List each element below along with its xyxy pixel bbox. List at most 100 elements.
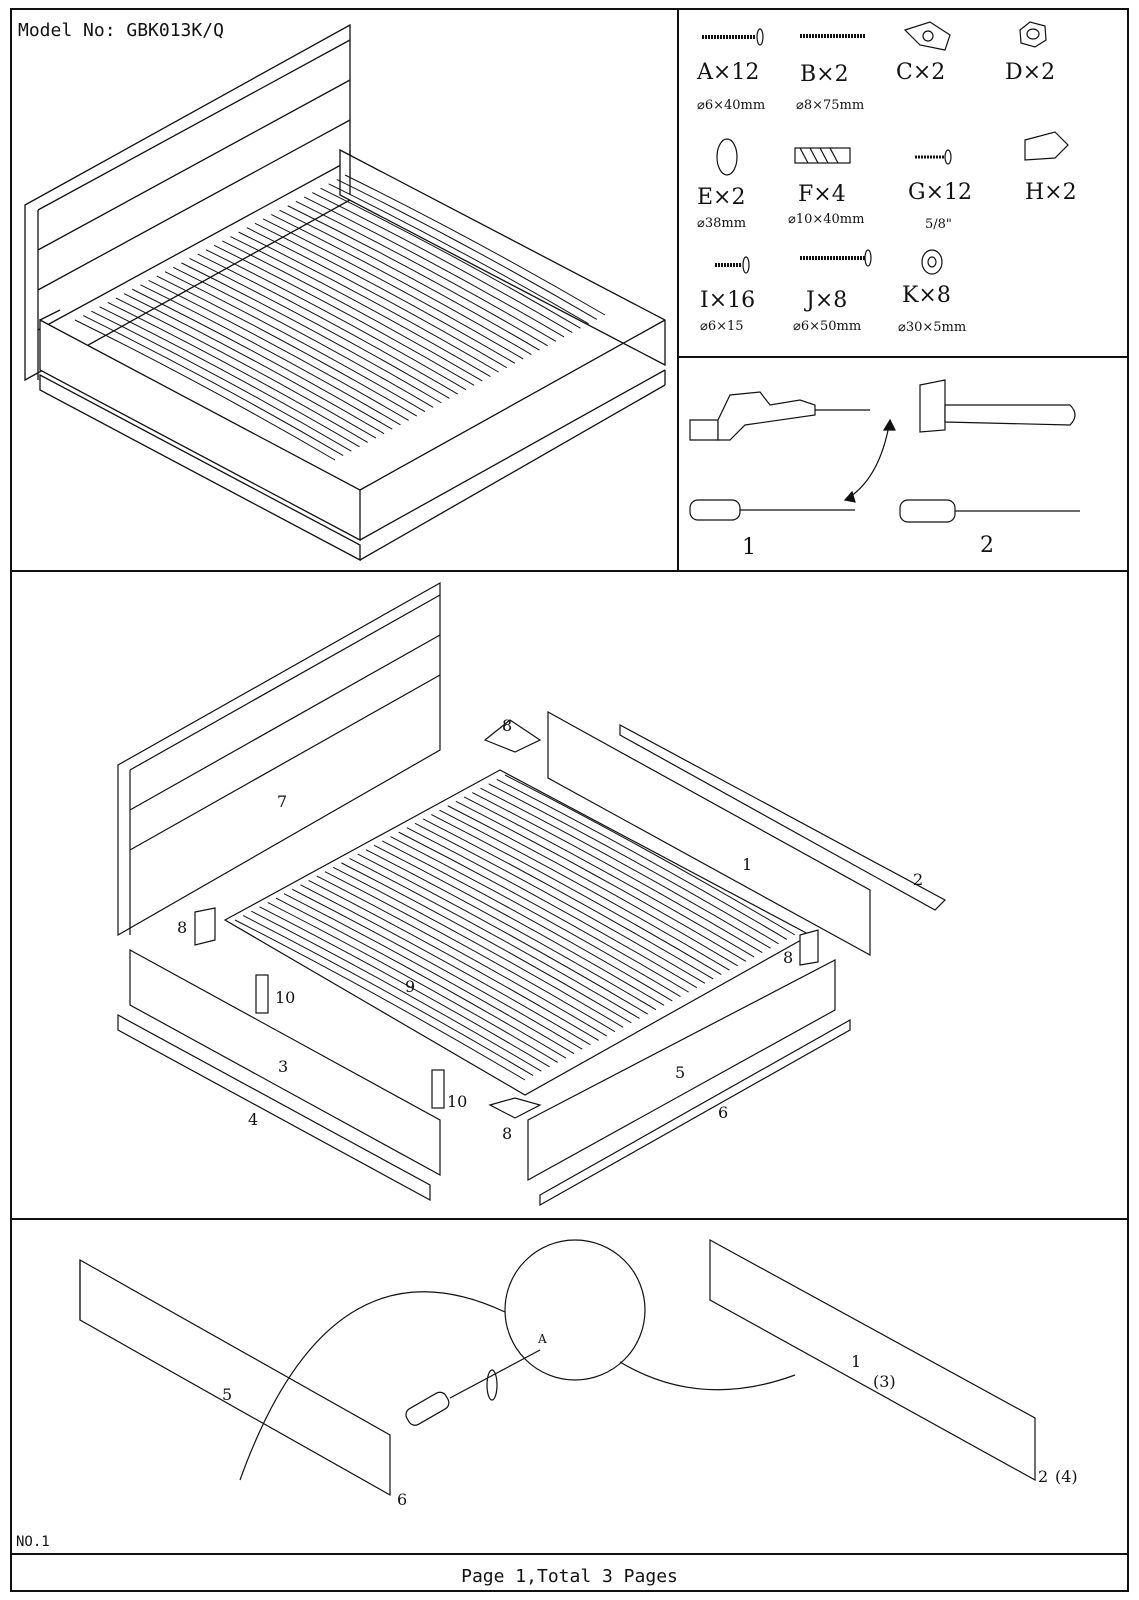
bed-slat <box>308 880 599 1041</box>
bed-slat <box>292 888 583 1050</box>
bed-slat <box>496 778 788 940</box>
bed-slat <box>164 271 426 413</box>
bed-slat <box>82 315 344 457</box>
page-footer: Page 1,Total 3 Pages <box>461 1566 678 1587</box>
part-f-label: F×4 <box>798 182 846 207</box>
bed-slat <box>480 787 771 949</box>
bed-slat <box>197 253 458 395</box>
bed-slat <box>283 893 575 1055</box>
tool-1-label: 1 <box>742 535 756 560</box>
divider-top <box>10 570 1129 572</box>
bed-slat <box>422 818 714 980</box>
bed-slat <box>406 827 698 989</box>
part-h-label: H×2 <box>1025 180 1077 205</box>
bed-slat <box>303 196 565 338</box>
model-number: Model No: GBK013K/Q <box>18 20 224 41</box>
bed-slat <box>259 906 550 1068</box>
bed-slat <box>488 783 779 945</box>
bed-slat <box>115 297 377 439</box>
page-frame <box>10 8 1129 1592</box>
step-right-panel-label: 1 <box>851 1352 862 1371</box>
tool-2-label: 2 <box>980 533 994 558</box>
bed-slat <box>320 187 581 329</box>
bed-slat <box>148 280 409 421</box>
part-j-label: J×8 <box>806 288 848 313</box>
part-c-label: C×2 <box>896 60 946 85</box>
bed-slat <box>336 178 598 320</box>
bed-slat <box>390 836 681 997</box>
bed-slat <box>414 822 706 984</box>
bed-slat <box>140 284 401 426</box>
bed-slat <box>99 306 360 448</box>
part-k-label: K×8 <box>902 283 951 308</box>
part-k-dim: ⌀30×5mm <box>898 320 967 335</box>
divider-vertical <box>677 8 679 571</box>
bed-slat <box>287 205 548 347</box>
bed-slat <box>349 858 640 1019</box>
part-b-label: B×2 <box>800 62 849 87</box>
bed-slat <box>74 319 336 461</box>
bed-slat <box>373 844 665 1006</box>
bed-slat <box>357 853 648 1015</box>
bed-slat <box>328 183 589 325</box>
bed-slat <box>251 910 542 1072</box>
bed-slat <box>365 849 657 1011</box>
part-e-label: E×2 <box>697 185 746 210</box>
label-bracket-left: 8 <box>177 918 188 937</box>
part-a-label: A×12 <box>697 60 760 85</box>
bed-slat <box>91 310 352 452</box>
bed-slat <box>463 796 755 958</box>
divider-footer <box>10 1553 1129 1555</box>
part-d-label: D×2 <box>1005 60 1056 85</box>
label-headboard: 7 <box>277 792 288 811</box>
part-i-dim: ⌀6×15 <box>700 319 744 334</box>
bed-slat <box>267 901 558 1063</box>
bed-slat <box>234 919 526 1081</box>
part-i-label: I×16 <box>700 288 756 313</box>
step-number: NO.1 <box>16 1534 50 1550</box>
bed-slat <box>238 231 499 373</box>
step-right-rail-label: 2 <box>1038 1467 1049 1486</box>
bed-slat <box>312 192 573 334</box>
bed-slat <box>107 301 368 443</box>
part-j-dim: ⌀6×50mm <box>793 319 862 334</box>
label-bracket-top: 8 <box>502 716 513 735</box>
bed-slat <box>222 240 483 382</box>
bed-slat <box>132 288 393 430</box>
label-front-panel: 3 <box>278 1057 289 1076</box>
bed-slat <box>324 871 616 1033</box>
bed-slat <box>172 266 434 408</box>
part-g-label: G×12 <box>908 180 973 205</box>
label-front-rail: 4 <box>248 1110 259 1129</box>
bed-slat <box>156 275 418 417</box>
bed-slat <box>398 831 689 993</box>
label-leg-right: 10 <box>447 1092 468 1111</box>
label-slat-frame: 9 <box>405 977 416 996</box>
bed-slat <box>262 218 524 360</box>
bed-slat <box>382 840 673 1002</box>
bed-slat <box>439 809 730 971</box>
bed-slat <box>341 862 632 1024</box>
bed-slat <box>316 875 608 1037</box>
label-foot-panel: 5 <box>675 1063 686 1082</box>
bed-slat <box>472 792 763 954</box>
bed-slat <box>213 244 475 386</box>
step-zoom-part-label: A <box>538 1332 547 1346</box>
step-left-panel-label: 5 <box>222 1385 233 1404</box>
part-a-dim: ⌀6×40mm <box>697 98 766 113</box>
bed-slat <box>275 897 567 1059</box>
bed-slat <box>246 227 508 369</box>
part-g-dim: 5/8" <box>925 217 952 232</box>
bed-slat <box>230 236 491 377</box>
part-b-dim: ⌀8×75mm <box>796 98 865 113</box>
label-foot-rail: 6 <box>718 1103 729 1122</box>
bed-slat <box>344 174 606 316</box>
bed-slat <box>300 884 591 1046</box>
bed-slat <box>242 915 534 1077</box>
divider-middle <box>10 1218 1129 1220</box>
bed-slat <box>123 293 385 435</box>
bed-slat <box>205 249 467 391</box>
bed-slat <box>181 262 442 404</box>
step-right-panel-alt-label: (3) <box>873 1372 896 1391</box>
bed-slat <box>447 805 738 967</box>
